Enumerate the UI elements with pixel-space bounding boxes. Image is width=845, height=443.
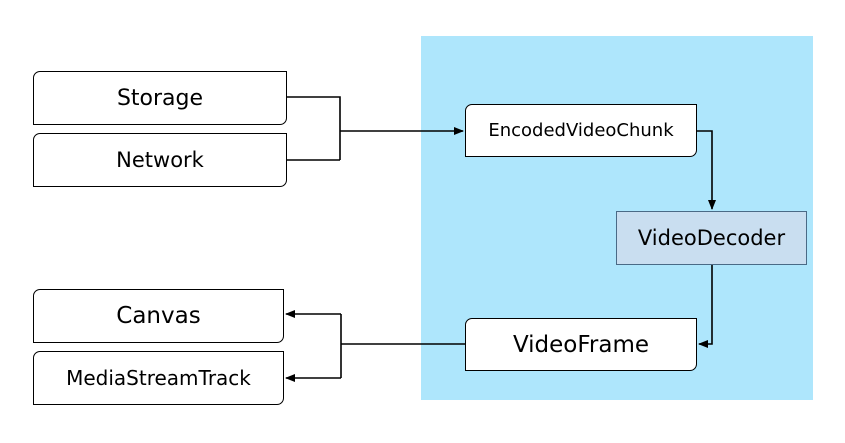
- video-decoder-label: VideoDecoder: [637, 226, 786, 250]
- decoder-to-frame-arrow: [698, 265, 713, 348]
- network-label: Network: [116, 148, 204, 172]
- video-frame-box: VideoFrame: [465, 318, 697, 371]
- canvas-label: Canvas: [116, 303, 201, 329]
- canvas-box: Canvas: [33, 289, 284, 343]
- storage-label: Storage: [116, 85, 204, 111]
- storage-connector: [287, 96, 341, 160]
- media-stream-track-label: MediaStreamTrack: [66, 366, 251, 390]
- video-frame-label: VideoFrame: [512, 331, 650, 358]
- storage-box: Storage: [33, 71, 287, 125]
- chunk-to-decoder-arrow: [697, 130, 716, 210]
- network-box: Network: [33, 133, 287, 187]
- video-decoder-box: VideoDecoder: [616, 211, 807, 265]
- encoded-video-chunk-box: EncodedVideoChunk: [465, 104, 697, 157]
- media-stream-track-box: MediaStreamTrack: [33, 351, 284, 405]
- encoded-video-chunk-label: EncodedVideoChunk: [488, 120, 674, 141]
